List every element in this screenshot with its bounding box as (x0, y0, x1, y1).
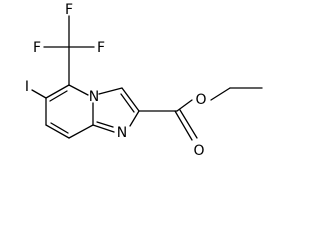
bond-carbonyl-o-ester (176, 99, 193, 112)
bond-c5-c6 (45, 84, 70, 99)
bond-c8-c8a (68, 124, 94, 139)
molecule-svg: F F F I N N O O (25, 2, 263, 159)
atom-n-bridge: N (89, 89, 99, 105)
bond-c7-c8 (45, 124, 70, 139)
bond-c5-c6-inner (49, 90, 68, 102)
bond-c2-n1 (129, 110, 140, 127)
atom-n-ring: N (117, 125, 127, 141)
atom-f-top: F (65, 2, 73, 18)
atom-f-left: F (33, 40, 41, 56)
bond-n4-c3 (98, 87, 123, 95)
bond-carbonyl-o-double-a (174, 110, 193, 141)
bond-c6-iodine (31, 89, 47, 99)
bond-c3-c2-inner (120, 93, 135, 113)
atom-o-carbonyl: O (193, 143, 204, 159)
atom-f-right: F (97, 40, 105, 56)
bond-n4-c5 (68, 84, 89, 96)
bond-o-ethyl (210, 87, 231, 101)
bond-n1-c8a (92, 124, 115, 133)
bond-n1-c8a-inner (96, 121, 114, 128)
bond-c7-c8-inner (50, 122, 69, 134)
atom-iodine: I (25, 79, 29, 95)
bond-carbonyl-o-double-b (179, 109, 198, 139)
atom-o-ester: O (195, 92, 206, 108)
structure-diagram: F F F I N N O O (25, 2, 263, 159)
bond-c3-c2 (121, 87, 140, 112)
